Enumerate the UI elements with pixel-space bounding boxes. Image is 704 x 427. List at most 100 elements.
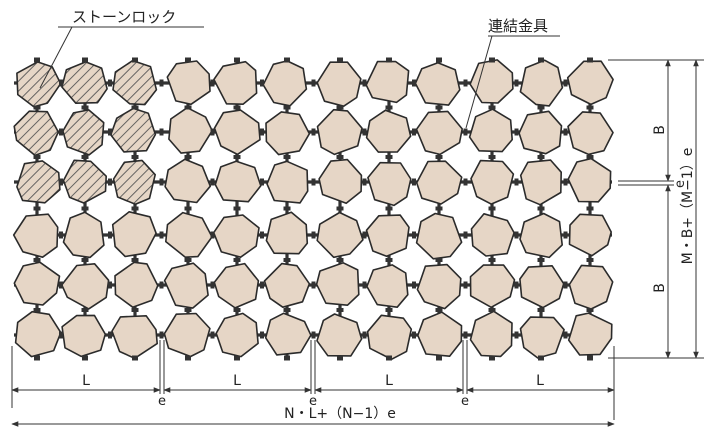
stone (163, 312, 211, 358)
stone (264, 312, 312, 356)
connector-clip (81, 206, 89, 211)
stone (519, 316, 565, 359)
stone (114, 261, 159, 309)
connector-clip (210, 178, 215, 186)
connector-clip (59, 281, 63, 289)
stone (415, 160, 463, 205)
connector-clip (210, 281, 215, 289)
connector-clip (34, 355, 40, 361)
stone (316, 211, 364, 259)
connector-clip (488, 308, 496, 312)
dim-e-label-1: e (158, 394, 166, 409)
stone (519, 264, 565, 309)
connector-clip (489, 355, 495, 361)
connector-clip (233, 105, 241, 110)
stone (14, 310, 62, 358)
stone (164, 158, 212, 204)
connector-clip (563, 231, 568, 239)
connector-clip (159, 281, 164, 289)
connector-clip (336, 206, 344, 211)
connector-clip (463, 128, 468, 136)
stone-lock-stone (62, 109, 105, 156)
stone (365, 214, 410, 258)
connector-clip (385, 155, 393, 159)
connector-clip (59, 79, 63, 87)
connector-clip (412, 178, 416, 186)
connector-clip (412, 281, 416, 289)
connector-clip (537, 308, 545, 312)
connector-clip (336, 258, 344, 262)
connector-leader (465, 35, 493, 129)
connector-clip (233, 155, 241, 159)
connector-clip (131, 258, 139, 262)
stone (265, 111, 311, 156)
connector-clip (81, 155, 89, 159)
connector-clip (59, 178, 63, 186)
connector-clip (337, 355, 343, 361)
stone (61, 314, 107, 358)
connector-clip (131, 308, 139, 312)
connector-clip (435, 155, 443, 159)
connector-clip (210, 128, 215, 136)
connector-clip (131, 105, 139, 110)
connector-clip (159, 128, 164, 136)
stone (469, 310, 513, 358)
stone (316, 313, 363, 357)
connector-clip (34, 57, 40, 63)
connector-clip (184, 258, 192, 262)
dim-e-label-3: e (461, 394, 469, 409)
connector-clip (362, 128, 367, 136)
stone (213, 109, 261, 156)
connector-clip (514, 178, 519, 186)
connector-clip (233, 206, 241, 211)
connector-clip (336, 105, 344, 110)
connector-clip (184, 206, 192, 211)
connector-clip (587, 57, 593, 63)
connector-clip (59, 231, 63, 239)
connector-clip (537, 155, 545, 159)
stone (469, 264, 516, 309)
connector-clip (412, 231, 416, 239)
stone (111, 211, 157, 258)
connector-clip (412, 128, 416, 136)
connector-clip (184, 308, 192, 312)
dim-L-label-1: L (82, 373, 90, 389)
connector-clip (260, 79, 264, 87)
dim-L-label-4: L (536, 373, 544, 389)
connector-clip (81, 105, 89, 110)
stone (262, 60, 308, 107)
stone-lock-stone (62, 159, 107, 204)
connector-clip (108, 128, 112, 136)
connector-clip (283, 308, 291, 312)
connector-clip (336, 155, 344, 159)
stone (567, 312, 613, 356)
stone (316, 61, 362, 107)
connector-clip (563, 79, 568, 87)
connector-clip (108, 79, 112, 87)
connector-clip (385, 206, 393, 211)
stone (266, 160, 309, 204)
connector-clip (33, 308, 41, 312)
connector-label: 連結金具 (488, 17, 548, 35)
stone (366, 264, 409, 309)
connector-clip (185, 57, 191, 63)
connector-clip (538, 57, 544, 63)
connector-clip (586, 308, 594, 312)
connector-clip (537, 258, 545, 262)
stone (213, 262, 260, 309)
stone (519, 59, 564, 107)
dim-e-label-2: e (309, 394, 317, 409)
stone (367, 161, 412, 207)
connector-clip (260, 128, 264, 136)
connector-clip (283, 105, 291, 110)
connector-clip (514, 231, 519, 239)
connector-clip (337, 57, 343, 63)
connector-clip (563, 128, 568, 136)
connector-clip (81, 258, 89, 262)
connector-clip (489, 57, 495, 63)
connector-clip (210, 79, 215, 87)
stone-lock-stone (112, 59, 158, 106)
stone (470, 159, 515, 205)
stone (62, 211, 105, 259)
